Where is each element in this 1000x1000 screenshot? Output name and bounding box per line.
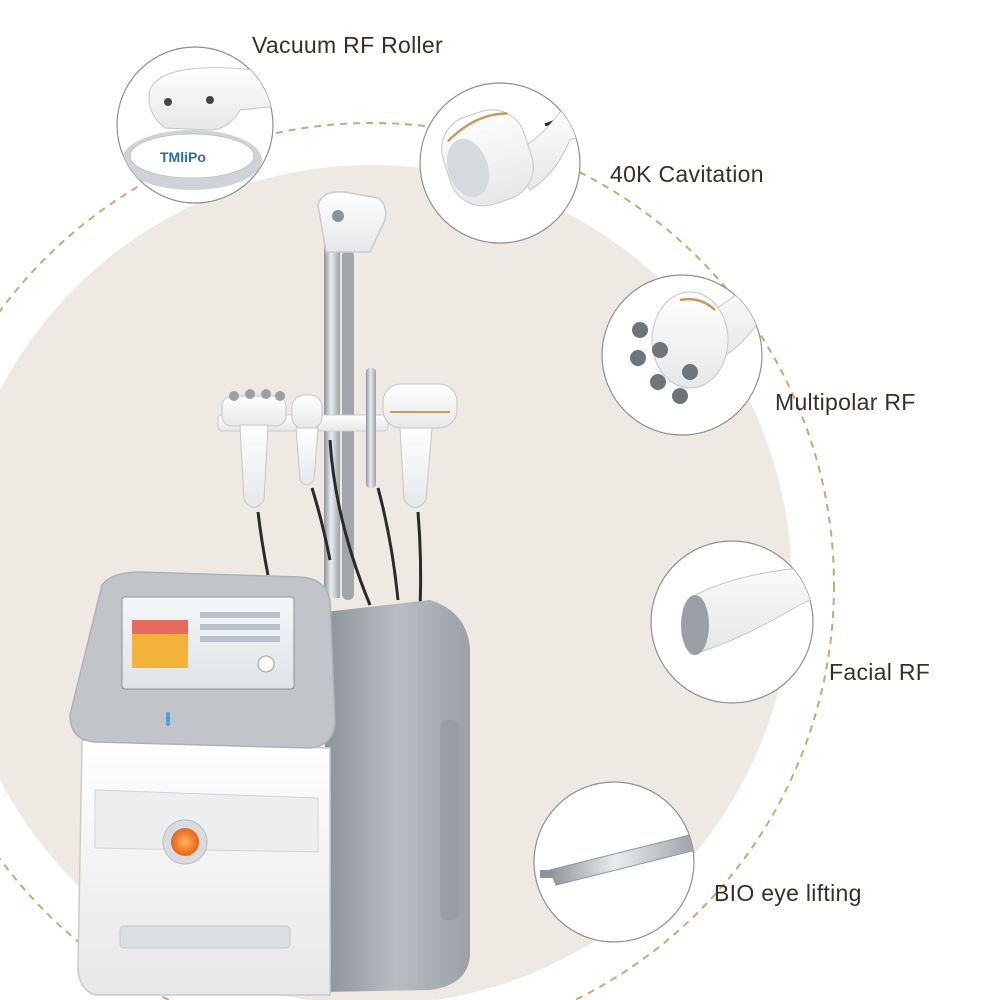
label-multipolar-rf: Multipolar RF [775, 389, 916, 415]
main-machine [69, 191, 470, 996]
label-facial-rf: Facial RF [829, 659, 931, 685]
holder-handpiece-bio [366, 368, 400, 601]
dashed-ring [0, 122, 835, 1000]
label-40k-cavitation: 40K Cavitation [610, 161, 764, 187]
console-indicator [166, 712, 170, 726]
pole-top-knob [332, 210, 344, 222]
handpiece-cable [328, 439, 372, 606]
holder-handpiece-multipolar [221, 389, 287, 576]
inset-facial-rf [650, 540, 814, 704]
machine-side-panel [325, 600, 470, 992]
front-recess [94, 789, 319, 853]
label-vacuum-rf-roller: Vacuum RF Roller [252, 32, 443, 58]
inset-vacuum-rf-roller: TMliPo [116, 46, 274, 204]
inset-multipolar-rf [601, 274, 763, 436]
machine-front-body [77, 739, 331, 996]
pole-top-holder [317, 191, 387, 253]
holder-handpiece-facial [291, 394, 332, 561]
label-bio-eye-lifting: BIO eye lifting [714, 880, 862, 906]
machine-pole [324, 228, 340, 598]
side-vent-grille [440, 720, 458, 920]
inset-bio-eye-lifting [533, 781, 695, 943]
front-bottom-vent [119, 925, 291, 949]
inset-40k-cavitation [419, 82, 581, 244]
roller-logo: TMliPo [160, 149, 206, 165]
holder-handpiece-cavitation [382, 383, 458, 611]
power-button [171, 828, 199, 856]
